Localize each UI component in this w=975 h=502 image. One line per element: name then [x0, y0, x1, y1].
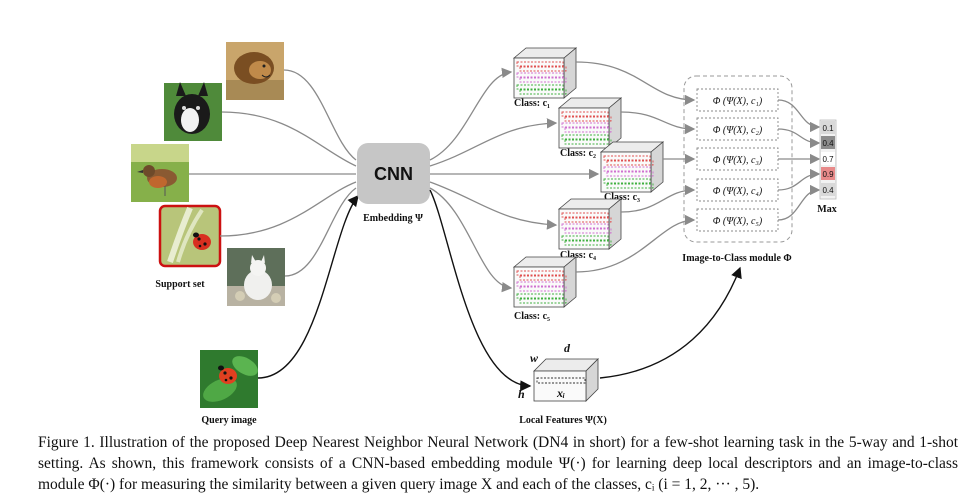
- module-label: Image-to-Class module Φ: [682, 253, 791, 264]
- support-set-label: Support set: [155, 279, 205, 290]
- phi-1-text: Φ (Ψ(X), c₁): [713, 96, 763, 107]
- lion-photo: [226, 42, 284, 100]
- dim-d-label: d: [564, 341, 571, 355]
- class-to-module-connections: [575, 61, 696, 273]
- local-features-cube: [533, 358, 599, 402]
- score-column: 0.1 0.4 0.7 0.9 0.4: [819, 119, 837, 200]
- score-cell-5: [821, 183, 835, 196]
- class-2-label: Class: c₂: [560, 148, 596, 159]
- dim-w-label: w: [530, 351, 539, 365]
- phi-3-text: Φ (Ψ(X), c₃): [713, 155, 763, 166]
- class-5-features: [513, 256, 577, 308]
- phi-box-3: Φ (Ψ(X), c₃): [696, 147, 779, 171]
- input-connections: [189, 69, 359, 379]
- phi-box-4: Φ (Ψ(X), c₄): [696, 178, 779, 202]
- local-features-label: Local Features Ψ(X): [519, 415, 607, 426]
- local-to-module-arrow: [599, 266, 742, 379]
- score-cell-4: [821, 167, 835, 180]
- cnn-to-class-connections: [429, 67, 600, 392]
- phi-4-text: Φ (Ψ(X), c₄): [713, 186, 763, 197]
- phi-5-text: Φ (Ψ(X), c₅): [713, 216, 763, 227]
- query-image-label: Query image: [201, 415, 257, 426]
- score-value-3: 0.7: [822, 155, 834, 164]
- class-4-label: Class: c₄: [560, 250, 596, 261]
- class-1-features: [513, 47, 577, 99]
- class-3-label: Class: c₃: [604, 192, 640, 203]
- descriptor-xi-label: xᵢ: [556, 386, 565, 400]
- figure-caption: Figure 1. Illustration of the proposed D…: [38, 432, 958, 495]
- cnn-label: CNN: [374, 164, 413, 184]
- phi-2-text: Φ (Ψ(X), c₂): [713, 125, 763, 136]
- class-2-features: [558, 97, 622, 149]
- module-to-score-connections: [777, 99, 821, 221]
- score-value-4: 0.9: [822, 170, 834, 179]
- class-3-features: [600, 141, 664, 193]
- class-1-label: Class: c₁: [514, 98, 550, 109]
- query-ladybug-photo: [200, 350, 258, 408]
- phi-box-2: Φ (Ψ(X), c₂): [696, 117, 779, 141]
- score-cell-3: [821, 152, 835, 165]
- caption-text: Figure 1. Illustration of the proposed D…: [38, 434, 958, 493]
- dog-photo: [164, 82, 222, 141]
- ladybug-photo: [158, 204, 222, 268]
- score-value-2: 0.4: [822, 139, 834, 148]
- class-4-features: [558, 198, 622, 250]
- class-5-label: Class: c₅: [514, 311, 550, 322]
- score-cell-1: [821, 121, 835, 134]
- image-to-class-module-frame: [683, 75, 793, 243]
- score-value-1: 0.1: [822, 124, 834, 133]
- phi-box-1: Φ (Ψ(X), c₁): [696, 88, 779, 112]
- cat-photo: [227, 248, 285, 306]
- max-label: Max: [817, 204, 836, 215]
- bird-photo: [131, 144, 189, 202]
- cnn-block: CNN: [357, 143, 430, 204]
- dim-h-label: h: [518, 387, 525, 401]
- embedding-label: Embedding Ψ: [363, 213, 423, 224]
- score-cell-2: [821, 136, 835, 149]
- phi-box-5: Φ (Ψ(X), c₅): [696, 208, 779, 232]
- score-value-5: 0.4: [822, 186, 834, 195]
- dn4-framework-diagram: Support set Query image CNN Embedding Ψ: [131, 42, 837, 426]
